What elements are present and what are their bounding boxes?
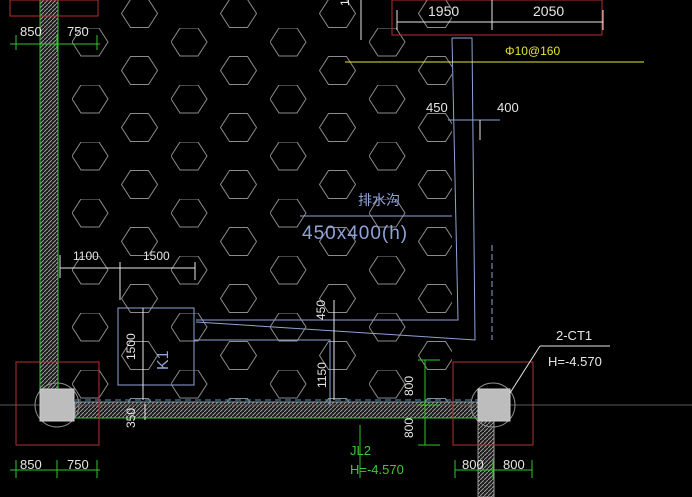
- dim-trench-left: 450: [426, 100, 448, 115]
- rebar-label: Φ10@160: [505, 44, 561, 58]
- dim-trench-bottom: 450: [314, 299, 328, 320]
- dim-pit-offset: 1150: [315, 362, 329, 388]
- column-cap-elevation: H=-4.570: [548, 354, 602, 369]
- dim-top-right-a: 1950: [428, 3, 460, 19]
- dim-bottom-left-b: 750: [67, 457, 89, 472]
- dim-pit-w2: 1500: [143, 249, 170, 263]
- column-left: [39, 388, 75, 422]
- column-cap-name: 2-CT1: [556, 328, 593, 343]
- dimension-lines: [59, 0, 610, 420]
- dim-bottom-left-a: 850: [20, 457, 42, 472]
- column-cap-right: [452, 361, 534, 446]
- column-right: [477, 388, 511, 422]
- dim-right-v2: 800: [402, 417, 416, 438]
- dim-pit-w1: 1100: [73, 249, 99, 263]
- top-right-outline: [391, 0, 603, 36]
- drain-trench-inner: [196, 37, 459, 321]
- column-circle-right: [470, 382, 516, 428]
- drain-name: 排水沟: [358, 193, 400, 209]
- drain-size: 450x400(h): [302, 223, 409, 244]
- beam-name: JL2: [350, 443, 371, 458]
- dim-top-left-b: 750: [67, 24, 89, 39]
- raft-hexagon-hatch: [60, 0, 452, 402]
- dim-top-right-b: 2050: [533, 3, 565, 19]
- dim-bottom-right-b: 800: [503, 457, 525, 472]
- dim-wall-thk: 350: [124, 407, 138, 428]
- left-wall: [39, 0, 59, 406]
- green-dimension-lines: [10, 35, 533, 478]
- dim-pit-h: 1500: [124, 333, 138, 360]
- column-circle-left: [34, 382, 80, 428]
- pit-k1-link: [194, 339, 331, 405]
- column-cap-left: [15, 361, 100, 446]
- dim-trench-right: 400: [497, 100, 519, 115]
- dim-top-cut: 130: [338, 0, 352, 6]
- dim-right-v1: 800: [402, 375, 416, 396]
- drain-trench-outline: [195, 37, 476, 341]
- dim-bottom-right-a: 800: [462, 457, 484, 472]
- dim-top-left-a: 850: [20, 24, 42, 39]
- pit-label: K1: [155, 350, 172, 370]
- beam-elevation: H=-4.570: [350, 462, 404, 477]
- pit-k1-outer: [117, 307, 195, 386]
- top-left-outline: [9, 0, 99, 17]
